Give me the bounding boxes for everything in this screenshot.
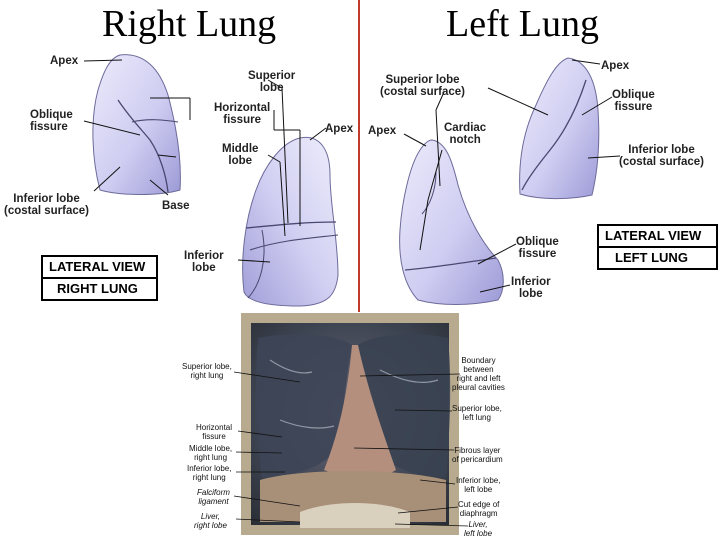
- left-lung-small-drawing: [519, 57, 600, 200]
- right-large-apex-label: Apex: [325, 123, 354, 135]
- left-large-cardiac-notch-label: Cardiac notch: [444, 122, 487, 146]
- right-lung-small-drawing: [92, 54, 181, 195]
- view-box-line-1: LATERAL VIEW: [49, 259, 146, 274]
- right-small-inferior-lobe-label: Inferior lobe (costal surface): [4, 193, 90, 217]
- view-box-line-2: RIGHT LUNG: [43, 277, 156, 299]
- photo-leader-lines: [233, 371, 469, 527]
- right-small-oblique-fissure-label: Oblique fissure: [30, 109, 73, 133]
- photo-label-inferior-lobe-left: Inferior lobe,left lobe: [456, 476, 501, 494]
- center-divider: [358, 0, 360, 312]
- photo-label-liver-right: Liver,right lobe: [194, 512, 227, 530]
- left-small-inferior-lobe-label: Inferior lobe (costal surface): [619, 144, 705, 168]
- left-large-oblique-fissure-label: Oblique fissure: [516, 236, 559, 260]
- left-small-oblique-fissure-label: Oblique fissure: [612, 89, 655, 113]
- left-large-inferior-lobe-label: Inferior lobe: [511, 276, 551, 300]
- photo-label-middle-lobe-right: Middle lobe,right lung: [189, 444, 233, 462]
- photo-label-superior-lobe-left: Superior lobe,left lung: [452, 404, 502, 422]
- left-lung-large-drawing: [399, 139, 504, 305]
- view-box-line-2: LEFT LUNG: [599, 246, 716, 268]
- right-large-middle-lobe-label: Middle lobe: [222, 143, 259, 167]
- right-lung-large-drawing: [242, 136, 339, 307]
- right-lung-title: Right Lung: [102, 3, 277, 45]
- cadaver-photo: [241, 313, 459, 535]
- left-lung-title: Left Lung: [446, 3, 600, 45]
- right-large-inferior-lobe-label: Inferior lobe: [184, 250, 224, 274]
- left-small-apex-label: Apex: [601, 60, 630, 72]
- left-lung-view-box: LATERAL VIEW LEFT LUNG: [597, 224, 718, 270]
- right-large-horizontal-fissure-label: Horizontal fissure: [214, 102, 271, 126]
- right-lung-view-box: LATERAL VIEW RIGHT LUNG: [41, 255, 158, 301]
- left-large-apex-label: Apex: [368, 125, 397, 137]
- leader-lines: [83, 59, 621, 293]
- view-box-line-1: LATERAL VIEW: [605, 228, 702, 243]
- photo-label-inferior-lobe-right: Inferior lobe,right lung: [187, 464, 232, 482]
- photo-label-liver-left: Liver,left lobe: [464, 520, 493, 538]
- right-large-superior-lobe-label: Superior lobe: [248, 70, 296, 94]
- right-small-base-label: Base: [162, 200, 190, 212]
- left-large-superior-lobe-label: Superior lobe (costal surface): [380, 74, 466, 98]
- photo-label-superior-lobe-right: Superior lobe,right lung: [182, 362, 232, 380]
- right-small-apex-label: Apex: [50, 55, 79, 67]
